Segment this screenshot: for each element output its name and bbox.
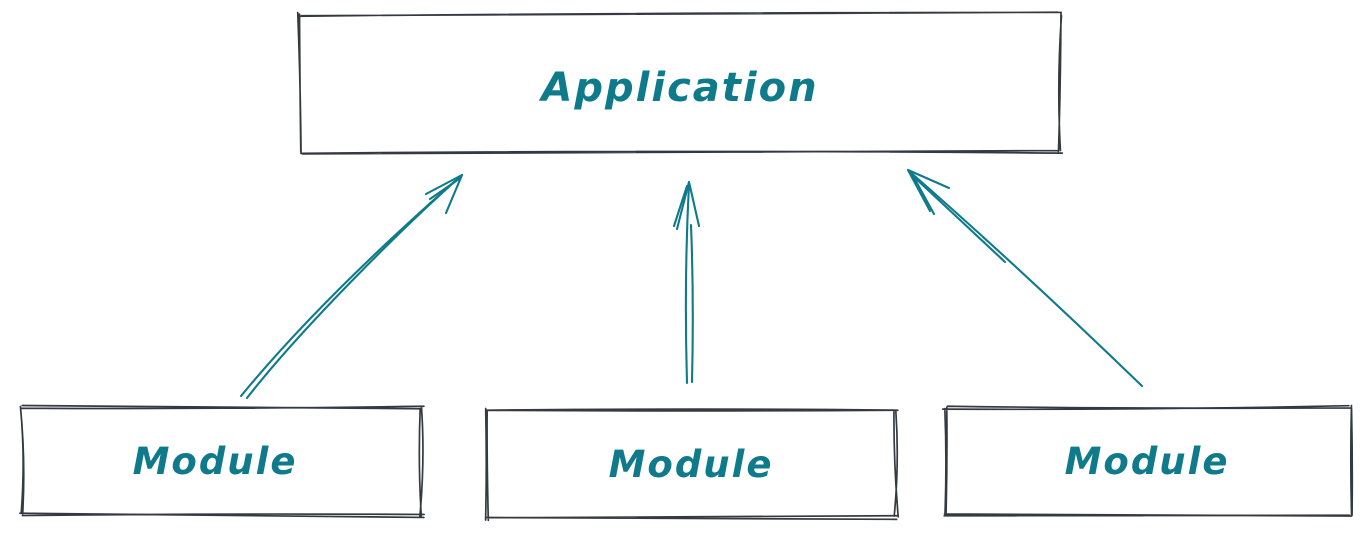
arrow-module2-to-application — [672, 180, 701, 385]
module-node-2: Module — [484, 407, 900, 522]
application-box-border — [296, 11, 1064, 155]
arrow-module3-to-application — [906, 168, 1144, 388]
arrowhead-wing-double — [428, 177, 461, 201]
arrow-module1-to-application — [239, 173, 464, 400]
application-node: Application — [296, 11, 1064, 155]
arrowhead-wing — [687, 180, 701, 228]
module-node-3: Module — [941, 404, 1354, 517]
module-2-box-border — [484, 407, 900, 522]
arrow-line — [907, 169, 1144, 388]
arrowhead-wing — [675, 180, 691, 231]
arrowhead-wing — [444, 173, 464, 215]
application-node-label: Application — [538, 65, 818, 111]
arrow-line-double — [911, 174, 1007, 264]
arrow-line-double — [239, 179, 457, 398]
module-1-node-label: Module — [133, 440, 298, 483]
arrow-line-double — [689, 223, 694, 384]
module-3-node-label: Module — [1065, 440, 1230, 483]
arrowhead-wing-double — [910, 172, 936, 216]
module-2-node-label: Module — [609, 443, 774, 486]
module-3-box-border — [941, 404, 1354, 517]
arrowhead-wing — [906, 168, 951, 190]
arrowhead-wing — [906, 168, 932, 213]
arrowhead-wing — [424, 173, 464, 196]
module-node-1: Module — [19, 404, 425, 519]
arrow-line — [684, 182, 691, 385]
arrowhead-wing-double — [672, 184, 689, 228]
module-1-box-border — [19, 404, 425, 519]
arrow-line — [245, 174, 463, 400]
